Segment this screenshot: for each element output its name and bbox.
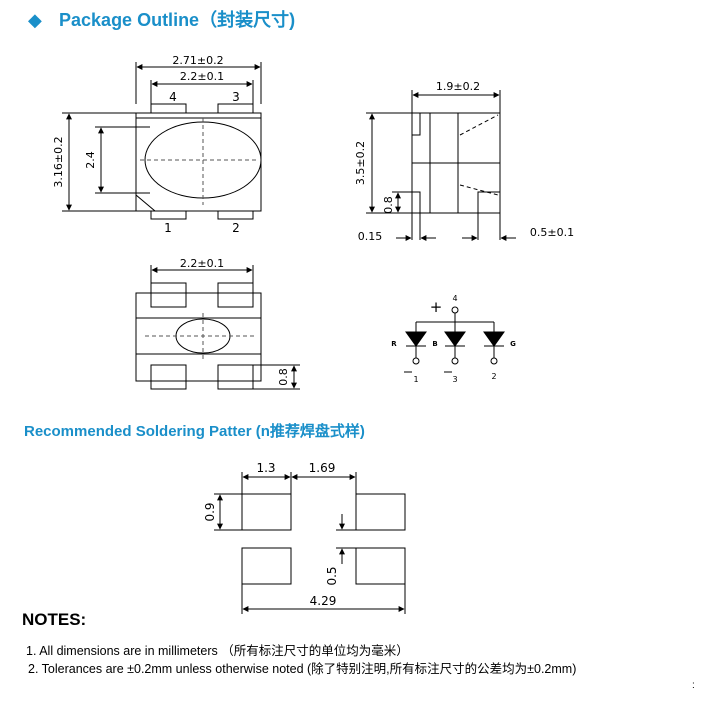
top-pin-3: 3 xyxy=(232,90,240,104)
top-pad-3 xyxy=(217,103,254,114)
schematic-plus-label: + xyxy=(430,298,443,316)
solder-gap-label: 1.69 xyxy=(309,461,336,475)
solder-space-label: 0.5 xyxy=(325,566,339,585)
top-pin-1: 1 xyxy=(164,221,172,235)
schematic-label-b: B xyxy=(432,340,437,348)
schematic-pin-1: 1 xyxy=(413,375,418,384)
top-pitch-label: 2.2±0.1 xyxy=(180,70,224,83)
side-left-label: 0.15 xyxy=(358,230,383,243)
schematic-pin-3: 3 xyxy=(452,375,457,384)
diode-blue-icon xyxy=(444,331,466,347)
diamond-bullet-icon: ◆ xyxy=(28,10,42,30)
solder-pad-bl xyxy=(241,547,292,585)
side-height-label: 3.5±0.2 xyxy=(354,141,367,185)
schematic-label-g: G xyxy=(510,340,516,348)
bottom-view-body xyxy=(135,292,262,382)
bottom-pad-bl xyxy=(150,364,187,390)
diode-red-icon xyxy=(405,331,427,347)
stray-mark: : xyxy=(692,680,695,691)
bottom-pitch-label: 2.2±0.1 xyxy=(180,257,224,270)
top-view-body xyxy=(135,112,262,212)
schematic-terminal-1 xyxy=(412,357,420,365)
bottom-pad-br xyxy=(217,364,254,390)
bottom-pad-tl xyxy=(150,282,187,308)
side-view xyxy=(366,90,516,241)
note-item-1: 1. All dimensions are in millimeters （所有… xyxy=(26,644,409,658)
schematic-terminal-2 xyxy=(490,357,498,365)
top-width-label: 2.71±0.2 xyxy=(172,54,223,67)
side-right-label: 0.5±0.1 xyxy=(530,226,574,239)
top-pad-4 xyxy=(150,103,187,114)
schematic-terminal-3 xyxy=(451,357,459,365)
top-lens-label: 2.4 xyxy=(84,151,97,169)
section-title-soldering: Recommended Soldering Patter (n推荐焊盘式样) xyxy=(24,423,365,440)
led-schematic xyxy=(404,306,505,373)
side-thickness-label: 1.9±0.2 xyxy=(436,80,480,93)
solder-pad-width-label: 1.3 xyxy=(256,461,275,475)
solder-pad-tr xyxy=(355,493,406,531)
solder-total-label: 4.29 xyxy=(310,594,337,608)
package-outline-title: Package Outline（封装尺寸) xyxy=(59,10,296,30)
top-pin-2: 2 xyxy=(232,221,240,235)
diode-green-icon xyxy=(483,331,505,347)
top-pin-4: 4 xyxy=(169,90,177,104)
schematic-pin-2: 2 xyxy=(491,372,496,381)
top-height-label: 3.16±0.2 xyxy=(52,136,65,187)
schematic-label-r: R xyxy=(391,340,397,348)
bottom-view xyxy=(135,265,300,390)
side-lead-label: 0.8 xyxy=(382,196,395,214)
bottom-pad-label: 0.8 xyxy=(277,368,290,386)
section-title-package-outline: ◆ Package Outline（封装尺寸) xyxy=(28,6,295,32)
top-view xyxy=(62,62,262,220)
soldering-pattern xyxy=(214,472,406,614)
solder-pad-height-label: 0.9 xyxy=(203,502,217,521)
top-pad-1 xyxy=(150,210,187,220)
solder-pad-br xyxy=(355,547,406,585)
schematic-pin-4: 4 xyxy=(452,294,457,303)
solder-pad-tl xyxy=(241,493,292,531)
schematic-terminal-4 xyxy=(451,306,459,314)
top-pad-2 xyxy=(217,210,254,220)
note-item-2: 2. Tolerances are ±0.2mm unless otherwis… xyxy=(28,662,577,676)
bottom-pad-tr xyxy=(217,282,254,308)
notes-title: NOTES: xyxy=(22,610,87,629)
